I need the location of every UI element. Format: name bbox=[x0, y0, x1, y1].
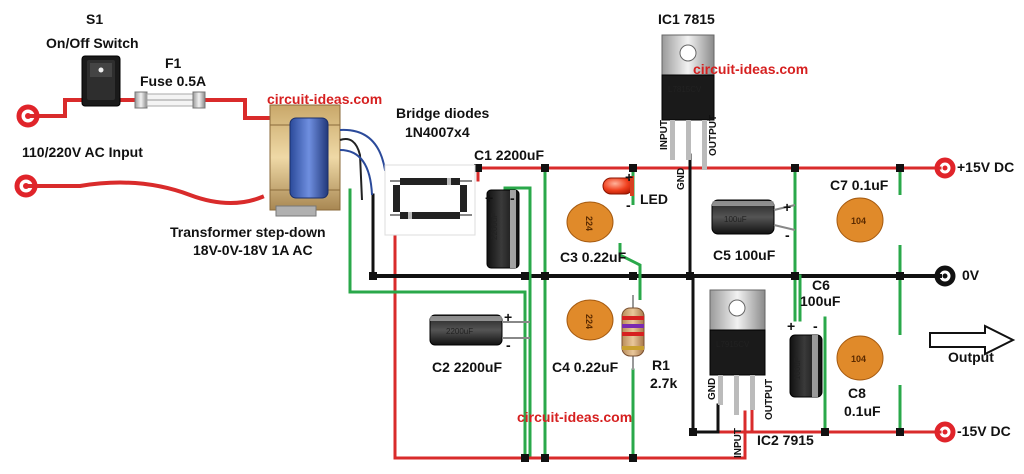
led-minus-mark: - bbox=[626, 197, 631, 213]
s1-ref-label: S1 bbox=[86, 11, 103, 27]
c6-plus-mark: + bbox=[787, 318, 795, 334]
capacitor-c7: 104 bbox=[836, 195, 918, 245]
regulator-ic2: L7915CV bbox=[709, 289, 766, 432]
c1-body-text: 2200uF bbox=[490, 213, 499, 240]
r1-ref-label: R1 bbox=[652, 357, 670, 373]
ac-input-label: 110/220V AC Input bbox=[22, 144, 143, 160]
c2-label: C2 2200uF bbox=[432, 359, 502, 375]
c4-label: C4 0.22uF bbox=[552, 359, 619, 375]
ic1-pin-gnd: GND bbox=[676, 168, 687, 190]
output-arrow-icon bbox=[929, 324, 1016, 356]
led-label: LED bbox=[640, 191, 668, 207]
c5-label: C5 100uF bbox=[713, 247, 776, 263]
fuse-to-transformer-wire bbox=[203, 98, 272, 120]
capacitor-c3: 224 bbox=[547, 201, 647, 243]
out-neg-label: -15V DC bbox=[957, 423, 1011, 439]
transformer-label-line1: Transformer step-down bbox=[170, 224, 326, 240]
c1-label: C1 2200uF bbox=[474, 147, 544, 163]
bridge-negative-wire bbox=[393, 233, 747, 460]
bridge-part-label: 1N4007x4 bbox=[405, 124, 470, 140]
c7-code: 104 bbox=[851, 216, 866, 226]
output-label: Output bbox=[948, 349, 994, 365]
capacitor-c8: 104 bbox=[836, 335, 918, 385]
resistor-r1 bbox=[621, 295, 645, 370]
c8-val-label: 0.1uF bbox=[844, 403, 881, 419]
led bbox=[602, 176, 634, 196]
c4-code: 224 bbox=[584, 314, 594, 329]
c8-ref-label: C8 bbox=[848, 385, 866, 401]
led-plus-mark: + bbox=[625, 169, 633, 185]
labels: S1 On/Off Switch F1 Fuse 0.5A 110/220V A… bbox=[22, 11, 1014, 458]
c5-plus-mark: + bbox=[783, 199, 791, 215]
watermarks: circuit-ideas.com circuit-ideas.com circ… bbox=[267, 61, 808, 425]
c7-label: C7 0.1uF bbox=[830, 177, 889, 193]
c5-body-text: 100uF bbox=[724, 215, 747, 224]
c3-code: 224 bbox=[584, 216, 594, 231]
ic1-label: IC1 7815 bbox=[658, 11, 715, 27]
c6-body-text: 100uF bbox=[793, 357, 802, 380]
out-pos-label: +15V DC bbox=[957, 159, 1014, 175]
watermark-2: circuit-ideas.com bbox=[693, 61, 808, 77]
capacitor-c2: 2200uF bbox=[429, 314, 530, 346]
fuse-f1 bbox=[134, 91, 206, 109]
f1-ref-label: F1 bbox=[165, 55, 182, 71]
capacitor-c1: 2200uF bbox=[486, 189, 520, 269]
c1-plus-mark: + bbox=[485, 190, 493, 206]
c6-ref-label: C6 bbox=[812, 277, 830, 293]
s1-name-label: On/Off Switch bbox=[46, 35, 139, 51]
bridge-title-label: Bridge diodes bbox=[396, 105, 490, 121]
capacitor-c5: 100uF bbox=[711, 199, 796, 235]
transformer-label-line2: 18V-0V-18V 1A AC bbox=[193, 242, 313, 258]
r1-val-label: 2.7k bbox=[650, 375, 677, 391]
out-zero-label: 0V bbox=[962, 267, 980, 283]
ic2-gnd-to-rail bbox=[691, 403, 720, 434]
c2-plus-mark: + bbox=[504, 309, 512, 325]
terminal-zero bbox=[934, 265, 956, 287]
watermark-3: circuit-ideas.com bbox=[517, 409, 632, 425]
ic2-pin-input: INPUT bbox=[733, 428, 744, 458]
ic1-marking: L7815CV bbox=[668, 85, 702, 94]
c3-label: C3 0.22uF bbox=[560, 249, 627, 265]
regulator-ic1: L7815CV bbox=[661, 34, 715, 170]
c1-minus-wire bbox=[503, 186, 532, 457]
c5-minus-mark: - bbox=[785, 227, 790, 243]
ic2-label: IC2 7915 bbox=[757, 432, 814, 448]
c2-body-text: 2200uF bbox=[446, 327, 473, 336]
terminal-neg bbox=[934, 421, 956, 443]
capacitor-c6: 100uF bbox=[789, 334, 823, 398]
ic1-pin-output: OUTPUT bbox=[708, 115, 719, 156]
terminal-pos bbox=[934, 157, 956, 179]
ic1-pin-input: INPUT bbox=[659, 120, 670, 150]
wires bbox=[26, 93, 942, 460]
ac-input-terminals bbox=[14, 104, 40, 198]
c1-minus-mark: - bbox=[510, 190, 515, 206]
switch-s1 bbox=[81, 55, 121, 107]
c6-val-label: 100uF bbox=[800, 293, 841, 309]
output-terminals bbox=[934, 157, 956, 443]
ic2-marking: L7915CV bbox=[716, 340, 750, 349]
junctions bbox=[369, 164, 904, 462]
c8-code: 104 bbox=[851, 354, 866, 364]
ac-input-wire-bottom bbox=[26, 180, 265, 206]
c2-minus-mark: - bbox=[506, 337, 511, 353]
ic2-pin-gnd: GND bbox=[707, 378, 718, 400]
bridge-rectifier bbox=[384, 164, 476, 236]
watermark-1: circuit-ideas.com bbox=[267, 91, 382, 107]
transformer-secondary-wire bbox=[348, 188, 527, 460]
f1-name-label: Fuse 0.5A bbox=[140, 73, 206, 89]
c6-minus-mark: - bbox=[813, 318, 818, 334]
ic2-pin-output: OUTPUT bbox=[764, 379, 775, 420]
transformer bbox=[269, 104, 395, 217]
